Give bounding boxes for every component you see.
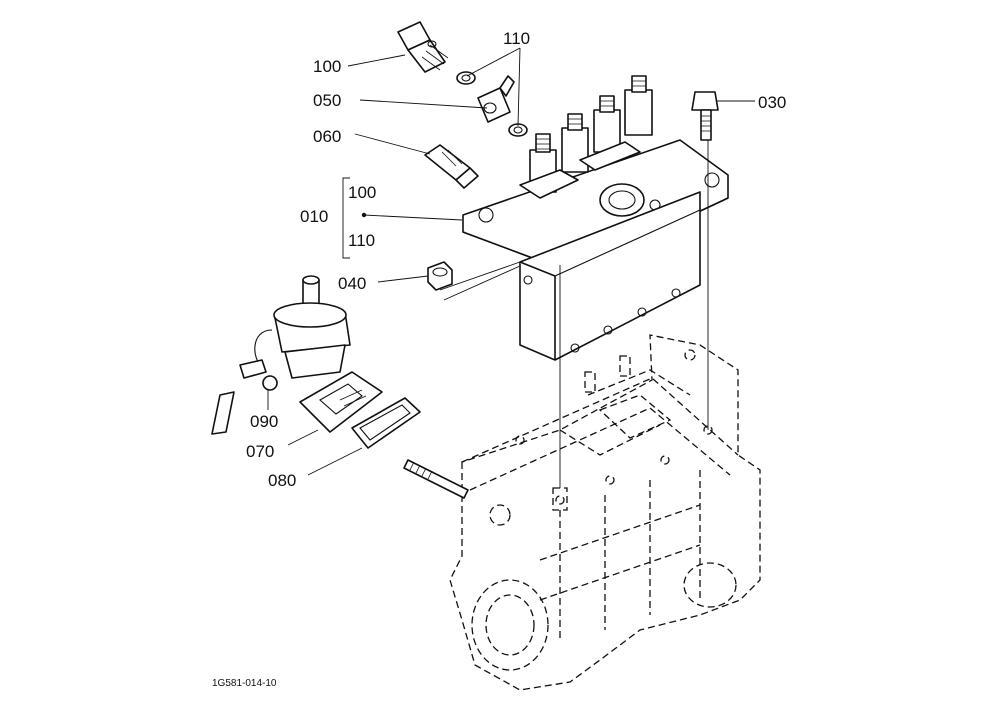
label-060: 060 [313,127,341,146]
leader-lines [267,47,755,488]
injection-pump [462,75,729,361]
label-010-sub-110: 110 [348,231,375,250]
drawing-code: 1G581-014-10 [212,678,277,689]
label-100-top: 100 [313,57,341,76]
crankcase-outline [449,334,761,691]
label-090: 090 [250,412,278,431]
part-050-banjo-fitting [477,75,515,123]
label-070: 070 [246,442,274,461]
label-010-sub-100: 100 [348,183,376,202]
label-010: 010 [300,207,328,226]
part-060-fitting [424,144,479,189]
group-dot [361,212,367,218]
part-100-banjo-bolt [397,21,449,73]
label-050: 050 [313,91,341,110]
part-110-washer-upper [456,71,476,85]
stud-bolt [403,459,469,499]
part-040-nut [427,261,453,291]
label-110-top: 110 [503,29,530,48]
feed-pump [211,275,421,449]
label-040: 040 [338,274,366,293]
label-080: 080 [268,471,296,490]
delivery-valve-holders [519,75,653,199]
label-030: 030 [758,93,786,112]
part-030-bolt [691,91,719,141]
group-bracket [342,177,350,259]
